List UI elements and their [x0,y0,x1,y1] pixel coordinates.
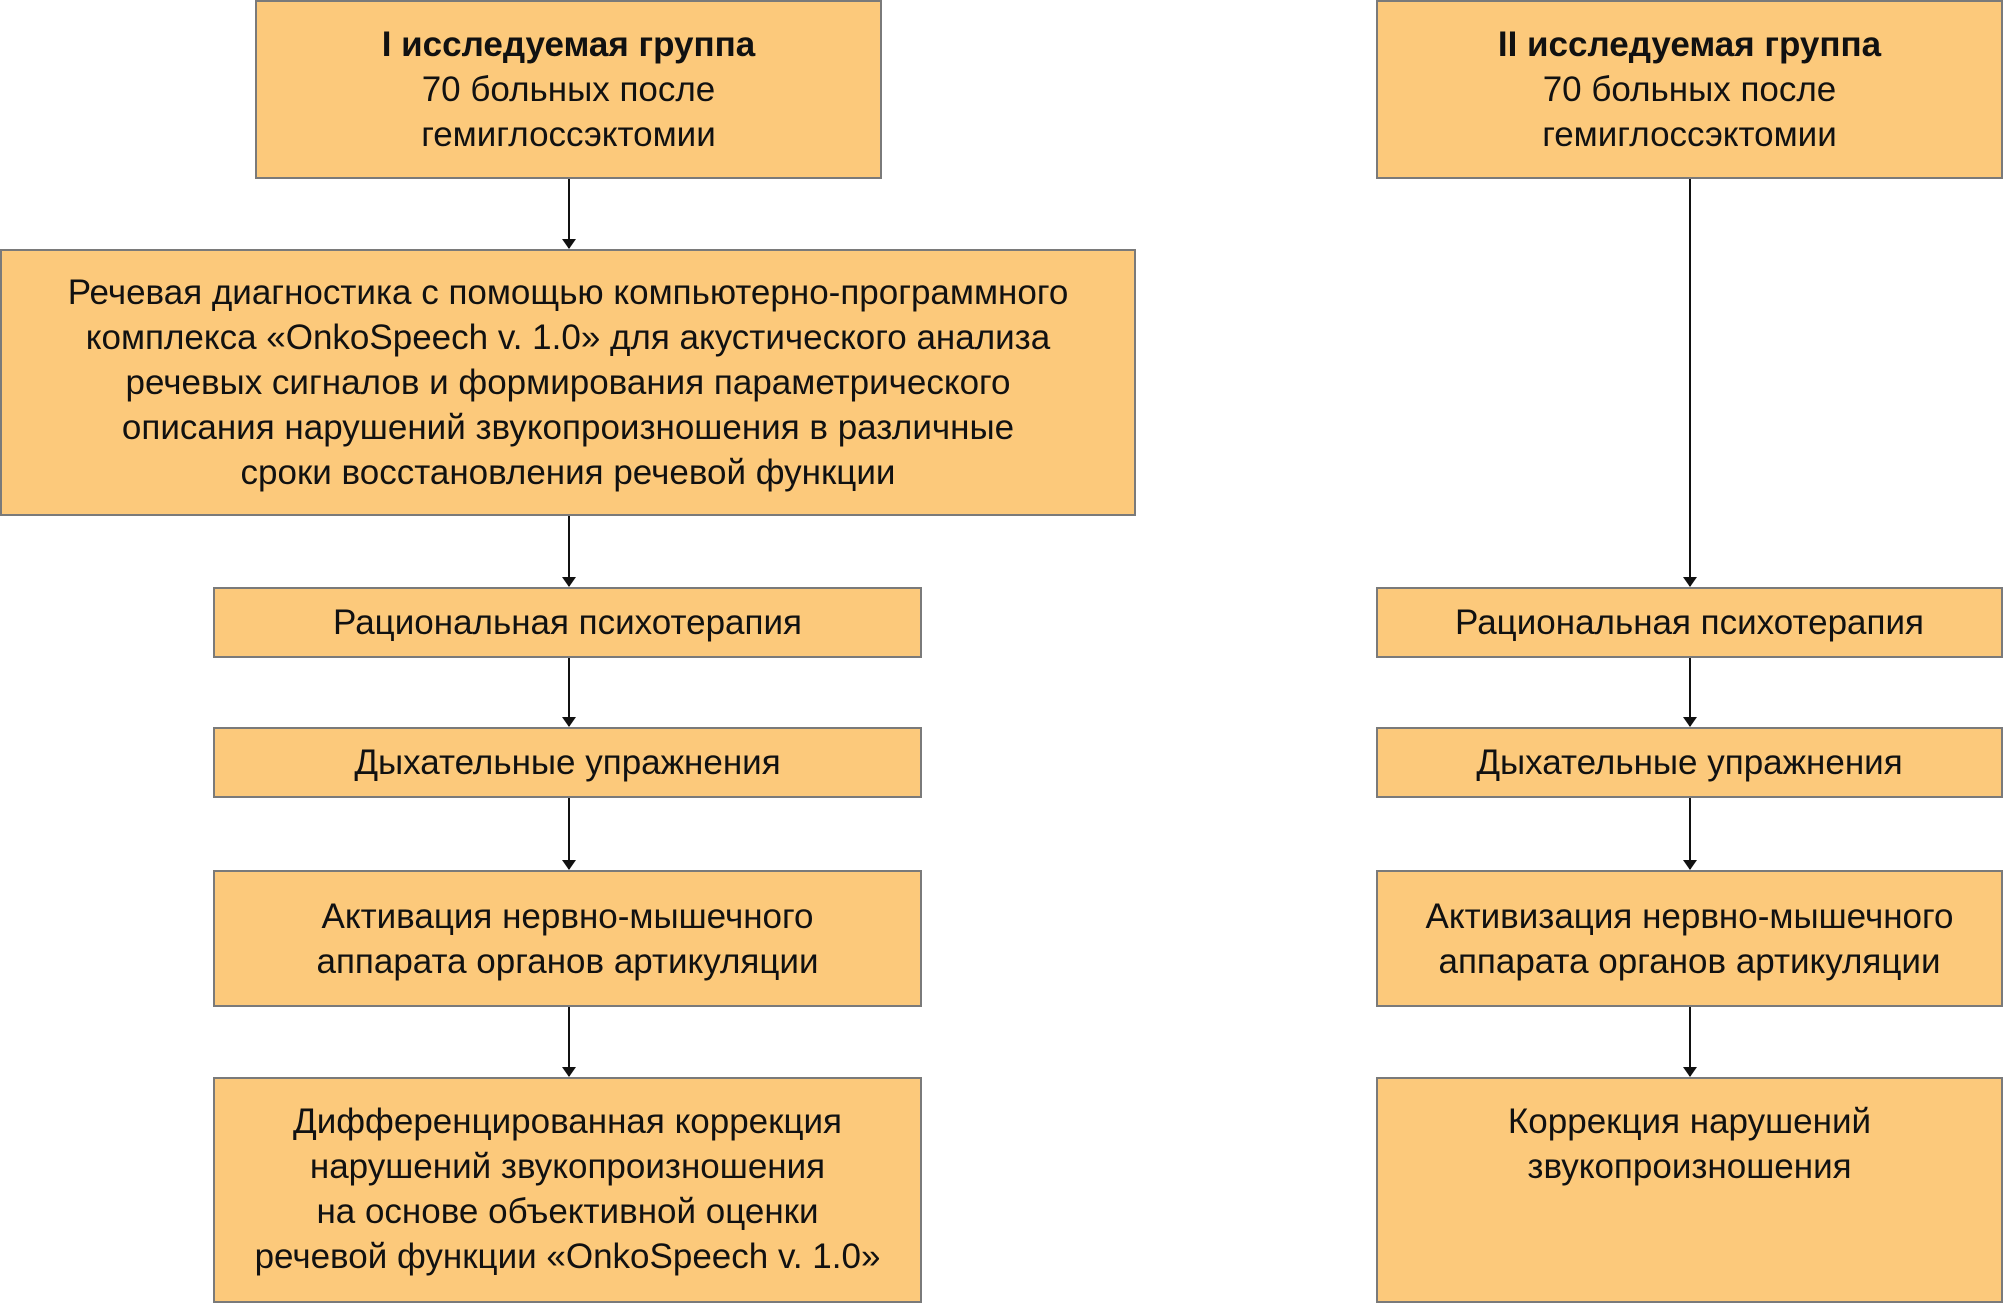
step-label: Рациональная психотерапия [333,603,802,642]
diagnostics-line: комплекса «OnkoSpeech v. 1.0» для акусти… [85,318,1051,357]
step-label: Активация нервно-мышечного [321,896,814,936]
group1-subtitle: 70 больных после [421,70,716,109]
group1-subtitle: гемиглоссэктомии [421,115,716,154]
step-label: Активизация нервно-мышечного [1425,896,1954,936]
group2-psychotherapy-box: Рациональная психотерапия [1376,587,2003,658]
group2-subtitle: гемиглоссэктомии [1542,115,1837,154]
group2-header-box: II исследуемая группа 70 больных после г… [1376,0,2003,179]
group1-psychotherapy-box: Рациональная психотерапия [213,587,922,658]
step-label: Рациональная психотерапия [1455,603,1924,642]
group1-activation-box: Активация нервно-мышечного аппарата орга… [213,870,922,1007]
group1-breathing-box: Дыхательные упражнения [213,727,922,798]
step-label: аппарата органов артикуляции [316,941,819,981]
step-label: Коррекция нарушений [1507,1102,1872,1141]
group2-breathing-box: Дыхательные упражнения [1376,727,2003,798]
step-label: аппарата органов артикуляции [1438,941,1941,981]
group2-activation-box: Активизация нервно-мышечного аппарата ор… [1376,870,2003,1007]
group2-title: II исследуемая группа [1497,25,1882,64]
step-label: речевой функции «OnkoSpeech v. 1.0» [254,1237,881,1276]
step-label: звукопроизношения [1527,1147,1852,1186]
diagnostics-line: описания нарушений звукопроизношения в р… [121,408,1015,447]
step-label: нарушений звукопроизношения [309,1147,826,1186]
step-label: на основе объективной оценки [316,1192,819,1231]
step-label: Дыхательные упражнения [354,743,781,782]
diagnostics-line: сроки восстановления речевой функции [240,453,896,492]
group1-title: I исследуемая группа [381,25,756,64]
group1-correction-box: Дифференцированная коррекция нарушений з… [213,1077,922,1303]
diagnostics-line: речевых сигналов и формирования параметр… [125,363,1011,402]
step-label: Дыхательные упражнения [1476,743,1903,782]
group2-correction-box: Коррекция нарушений звукопроизношения [1376,1077,2003,1303]
diagnostics-line: Речевая диагностика с помощью компьютерн… [67,273,1069,312]
diagnostics-box: Речевая диагностика с помощью компьютерн… [0,249,1136,516]
step-label: Дифференцированная коррекция [293,1102,842,1141]
group1-header-box: I исследуемая группа 70 больных после ге… [255,0,882,179]
group2-subtitle: 70 больных после [1542,70,1837,109]
